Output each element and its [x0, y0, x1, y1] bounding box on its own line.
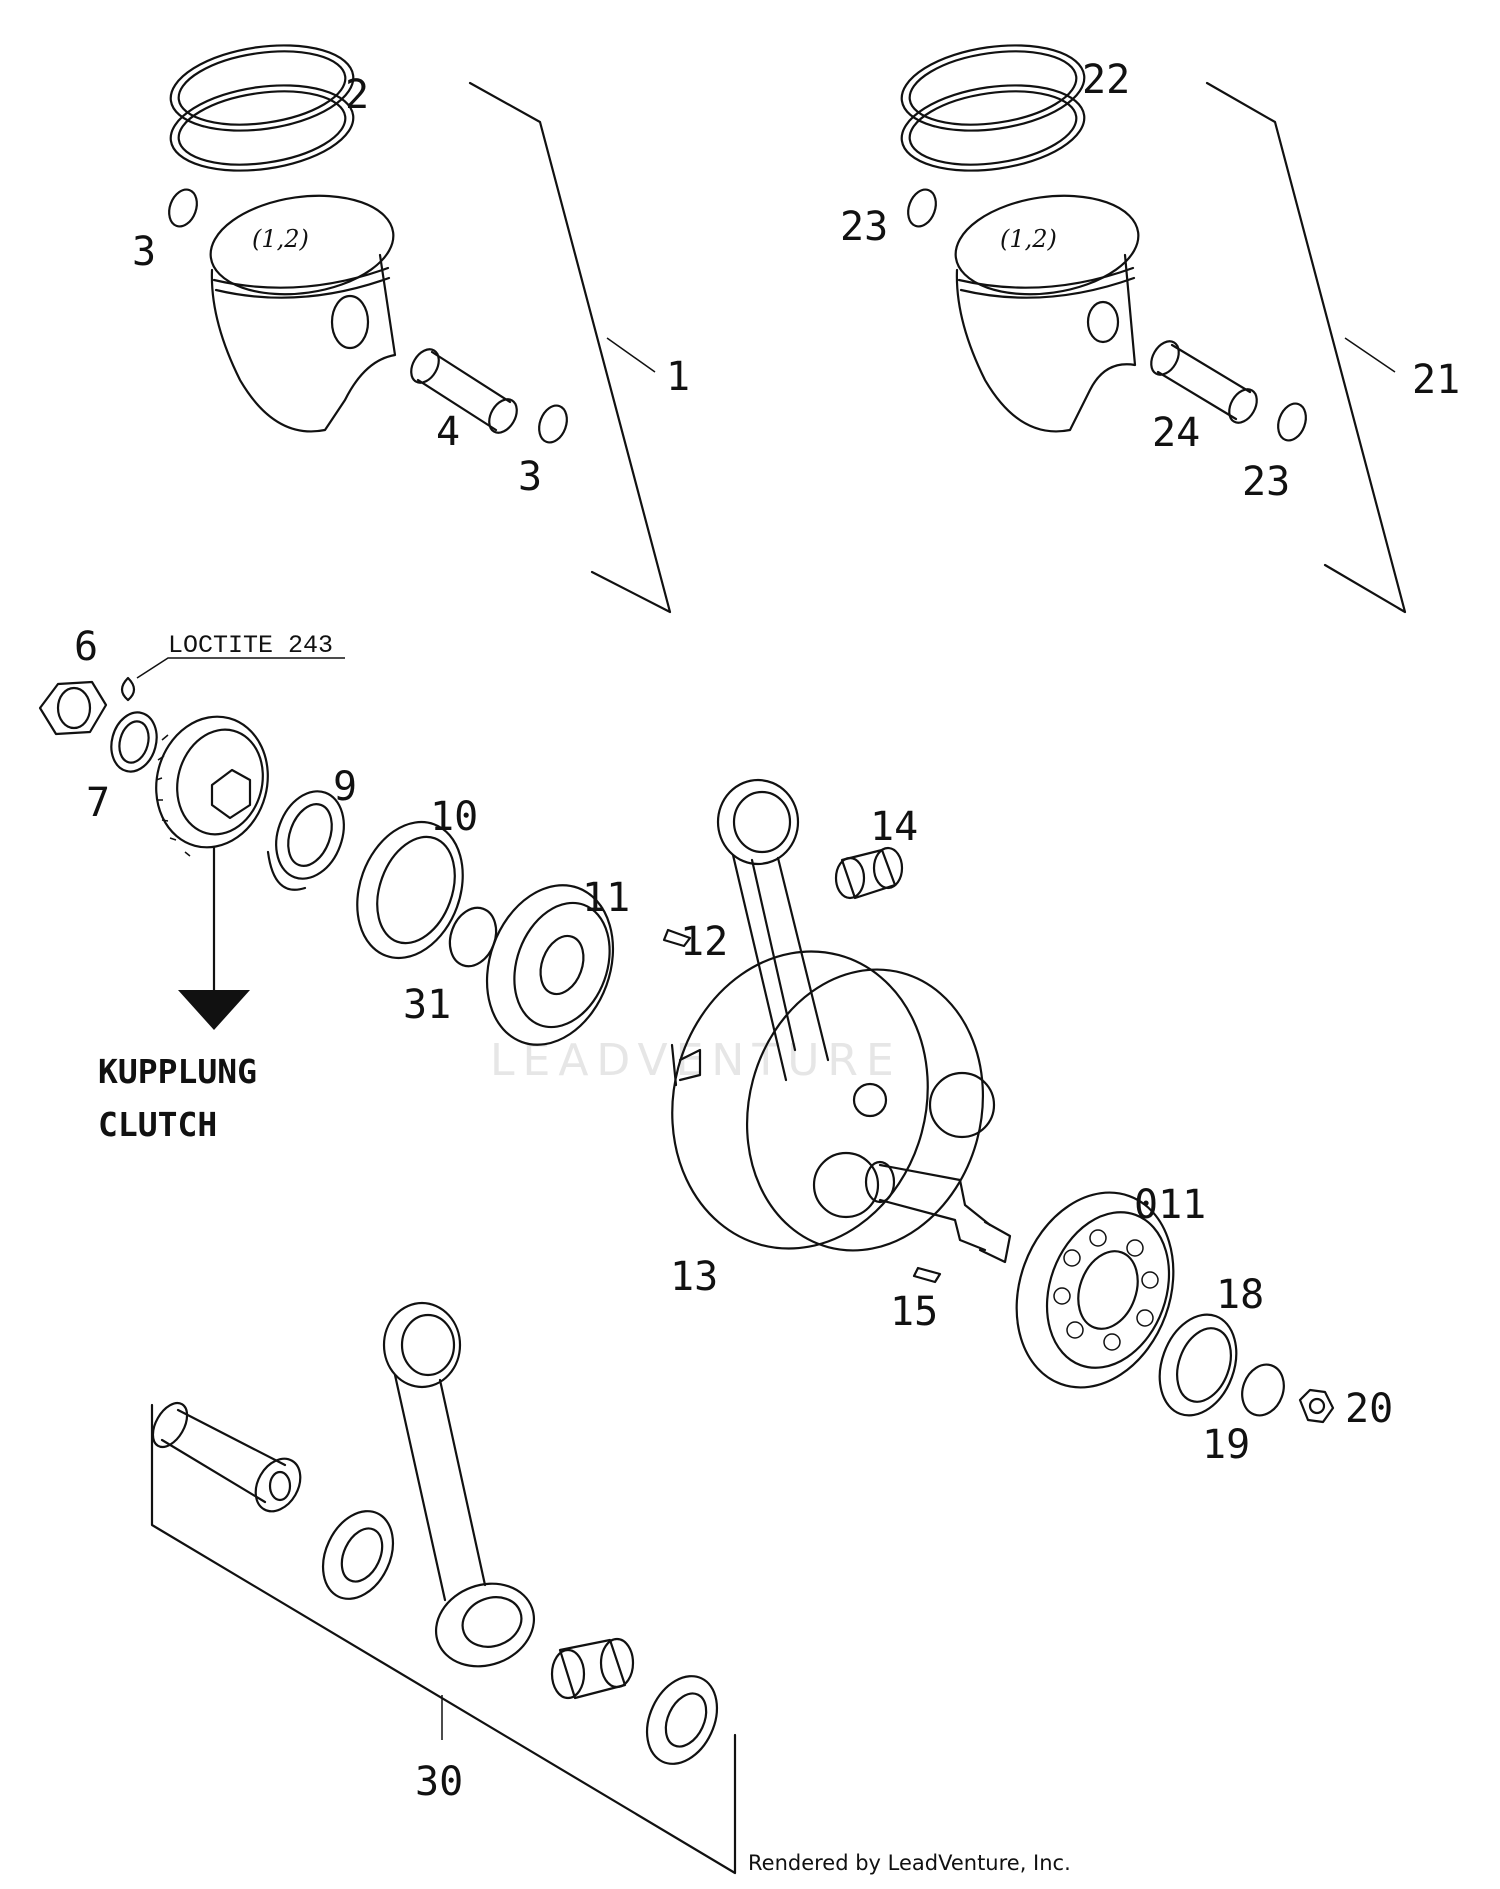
piston-pin-4	[410, 348, 518, 434]
shaft-seal-10	[356, 820, 464, 960]
piston-pin-24	[1150, 340, 1258, 424]
loctite-drop	[120, 676, 136, 702]
callout-4: 4	[436, 409, 460, 455]
callout-19: 19	[1202, 1422, 1250, 1468]
nut-6	[38, 680, 108, 736]
piston-1: (1,2)	[209, 194, 397, 433]
circlip-3a	[168, 188, 198, 228]
callout-21: 21	[1412, 357, 1460, 403]
needle-bearing-kit	[550, 1637, 635, 1700]
piston-21: (1,2)	[954, 194, 1140, 433]
loctite-note: LOCTITE 243	[168, 631, 333, 660]
callout-9: 9	[333, 764, 357, 810]
callout-31: 31	[403, 982, 451, 1028]
ball-bearing-011	[1015, 1191, 1175, 1389]
piston-marking-2: (1,2)	[1000, 225, 1057, 253]
thrust-washer-kit-2	[645, 1675, 719, 1765]
crankshaft-13	[670, 950, 1012, 1264]
assembly-bracket-21	[1205, 81, 1407, 614]
callout-23-b: 23	[1242, 459, 1290, 505]
callout-24: 24	[1152, 410, 1200, 456]
callout-13: 13	[670, 1254, 718, 1300]
callout-10: 10	[430, 794, 478, 840]
clutch-label-de: KUPPLUNG	[98, 1052, 257, 1091]
piston-pin-kit	[151, 1401, 302, 1513]
bearing-11	[485, 884, 615, 1046]
thrust-washer-kit	[321, 1510, 395, 1600]
piston-marking: (1,2)	[252, 225, 309, 253]
needle-bearing-14	[834, 846, 904, 900]
callout-3: 3	[132, 229, 156, 275]
shaft-seal-18	[1158, 1313, 1238, 1417]
callout-20: 20	[1345, 1386, 1393, 1432]
washer-19	[1241, 1363, 1285, 1417]
nut-20	[1298, 1388, 1335, 1424]
gear	[155, 715, 269, 857]
callout-7: 7	[86, 780, 110, 826]
bushing-9	[266, 790, 345, 891]
callout-14: 14	[870, 804, 918, 850]
callout-18: 18	[1216, 1272, 1264, 1318]
arrow-down-icon	[178, 990, 250, 1030]
connecting-rod-kit	[382, 1301, 536, 1668]
callout-11: 11	[582, 875, 630, 921]
o-ring-31	[448, 906, 498, 968]
clutch-label-en: CLUTCH	[98, 1105, 217, 1144]
piston-ring-set-22	[900, 44, 1086, 172]
callout-23: 23	[840, 204, 888, 250]
callout-1: 1	[666, 354, 690, 400]
callout-6: 6	[74, 624, 98, 670]
piston-ring-set-2	[169, 44, 355, 172]
callout-3-b: 3	[518, 454, 542, 500]
callout-2: 2	[345, 72, 369, 118]
assembly-bracket-30	[150, 1403, 737, 1875]
woodruff-key-12	[662, 928, 692, 948]
callout-22: 22	[1082, 57, 1130, 103]
circlip-23a	[907, 188, 937, 228]
connecting-rod-main	[716, 778, 830, 1082]
circlip-23b	[1277, 402, 1307, 442]
woodruff-key-15	[912, 1266, 942, 1284]
callout-15: 15	[890, 1289, 938, 1335]
assembly-bracket-1	[468, 81, 672, 614]
callout-12: 12	[680, 919, 728, 965]
circlip-3b	[538, 404, 568, 444]
callout-011: 011	[1134, 1182, 1206, 1228]
callout-30: 30	[415, 1759, 463, 1805]
render-credit: Rendered by LeadVenture, Inc.	[748, 1851, 1071, 1875]
washer-7	[110, 711, 158, 773]
